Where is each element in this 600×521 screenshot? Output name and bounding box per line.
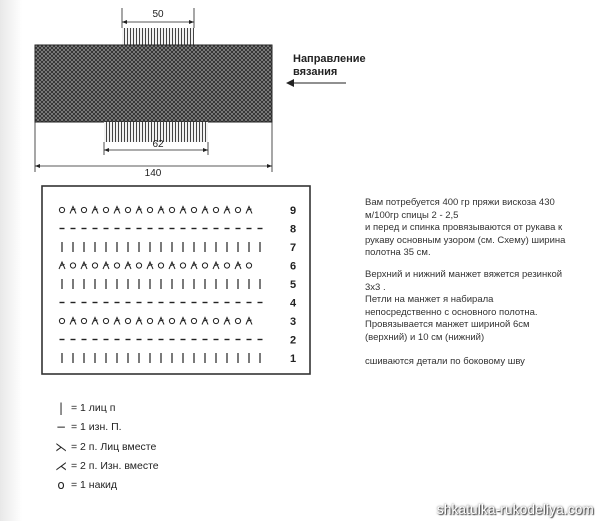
decrease-mark xyxy=(157,316,165,325)
yarn-over-icon: o xyxy=(57,478,65,492)
yarn-over-mark xyxy=(80,206,88,214)
knit-stitch-icon: | xyxy=(58,401,64,415)
yarn-over-mark xyxy=(113,262,121,269)
yarn-over-mark xyxy=(146,206,154,214)
site-watermark: shkatulka-rukodeliya.com xyxy=(436,502,594,517)
yarn-over-mark xyxy=(135,262,143,269)
yarn-over-mark xyxy=(223,262,231,269)
row-number: 9 xyxy=(290,205,296,217)
yarn-over-mark xyxy=(234,317,242,325)
instructions-block-1: Вам потребуется 400 гр пряжи вискоза 430… xyxy=(365,197,566,258)
purl-stitch-icon: − xyxy=(55,420,67,434)
yarn-over-mark xyxy=(157,262,165,269)
yarn-over-mark xyxy=(245,262,253,269)
decrease-mark xyxy=(212,260,220,270)
decrease-mark xyxy=(245,316,253,325)
yarn-over-mark xyxy=(212,317,220,325)
legend-purl: − = 1 изн. П. xyxy=(55,420,122,434)
knitting-direction-label: Направление вязания xyxy=(293,53,366,78)
legend-p2tog: ⋌ = 2 п. Изн. вместе xyxy=(55,459,159,473)
decrease-mark xyxy=(179,316,187,325)
yarn-over-mark xyxy=(58,206,66,214)
yarn-over-mark xyxy=(124,206,132,214)
legend-k2tog: ⋋ = 2 п. Лиц вместе xyxy=(55,440,157,454)
knit-two-together-icon: ⋋ xyxy=(55,440,67,454)
decrease-mark xyxy=(113,316,121,325)
decrease-mark xyxy=(135,205,143,214)
row-number: 7 xyxy=(290,242,296,254)
decrease-mark xyxy=(223,316,231,325)
yarn-over-mark xyxy=(91,262,99,269)
yarn-over-mark xyxy=(190,317,198,325)
legend-knit: | = 1 лиц п xyxy=(55,401,115,415)
decrease-mark xyxy=(179,205,187,214)
decrease-mark xyxy=(91,205,99,214)
decrease-mark xyxy=(201,205,209,214)
yarn-over-mark xyxy=(212,206,220,214)
yarn-over-mark xyxy=(234,206,242,214)
yarn-over-mark xyxy=(102,317,110,325)
decrease-mark xyxy=(124,260,132,270)
page-edge-shadow xyxy=(0,0,22,521)
row-number: 6 xyxy=(290,261,296,273)
yarn-over-mark xyxy=(146,317,154,325)
bottom-dimension-label: 62 xyxy=(152,139,164,150)
total-width-label: 140 xyxy=(145,168,162,179)
decrease-mark xyxy=(69,205,77,214)
decrease-mark xyxy=(245,205,253,214)
decrease-mark xyxy=(69,316,77,325)
row-number: 2 xyxy=(290,335,296,347)
decrease-mark xyxy=(102,260,110,270)
yarn-over-mark xyxy=(102,206,110,214)
row-number: 1 xyxy=(290,353,296,365)
decrease-mark xyxy=(223,205,231,214)
yarn-over-mark xyxy=(179,262,187,269)
yarn-over-mark xyxy=(168,206,176,214)
top-dimension-label: 50 xyxy=(152,9,164,20)
yarn-over-mark xyxy=(168,317,176,325)
main-body xyxy=(34,44,273,123)
instructions-block-2: Верхний и нижний манжет вяжется резинкой… xyxy=(365,269,563,343)
yarn-over-mark xyxy=(58,317,66,325)
yarn-over-mark xyxy=(124,317,132,325)
purl-two-together-icon: ⋌ xyxy=(55,459,67,473)
row-number: 5 xyxy=(290,279,296,291)
decrease-mark xyxy=(234,260,242,270)
decrease-mark xyxy=(168,260,176,270)
decrease-mark xyxy=(190,260,198,270)
decrease-mark xyxy=(80,260,88,270)
legend-yarn-over: o = 1 накид xyxy=(55,478,117,492)
decrease-mark xyxy=(146,260,154,270)
decrease-mark xyxy=(58,260,66,270)
yarn-over-mark xyxy=(69,262,77,269)
decrease-mark xyxy=(135,316,143,325)
yarn-over-mark xyxy=(190,206,198,214)
row-number: 4 xyxy=(290,298,297,310)
yarn-over-mark xyxy=(201,262,209,269)
row-number: 3 xyxy=(290,316,296,328)
decrease-mark xyxy=(157,205,165,214)
decrease-mark xyxy=(201,316,209,325)
bottom-cuff xyxy=(104,122,208,142)
row-number: 8 xyxy=(290,224,296,236)
decrease-mark xyxy=(113,205,121,214)
decrease-mark xyxy=(91,316,99,325)
top-cuff xyxy=(122,28,194,45)
instructions-block-3: сшиваются детали по боковому шву xyxy=(365,356,525,367)
yarn-over-mark xyxy=(80,317,88,325)
stitch-chart-grid: 9 8 7 6 5 4 3 2 1 xyxy=(58,205,297,365)
stitch-chart-frame xyxy=(41,185,311,375)
